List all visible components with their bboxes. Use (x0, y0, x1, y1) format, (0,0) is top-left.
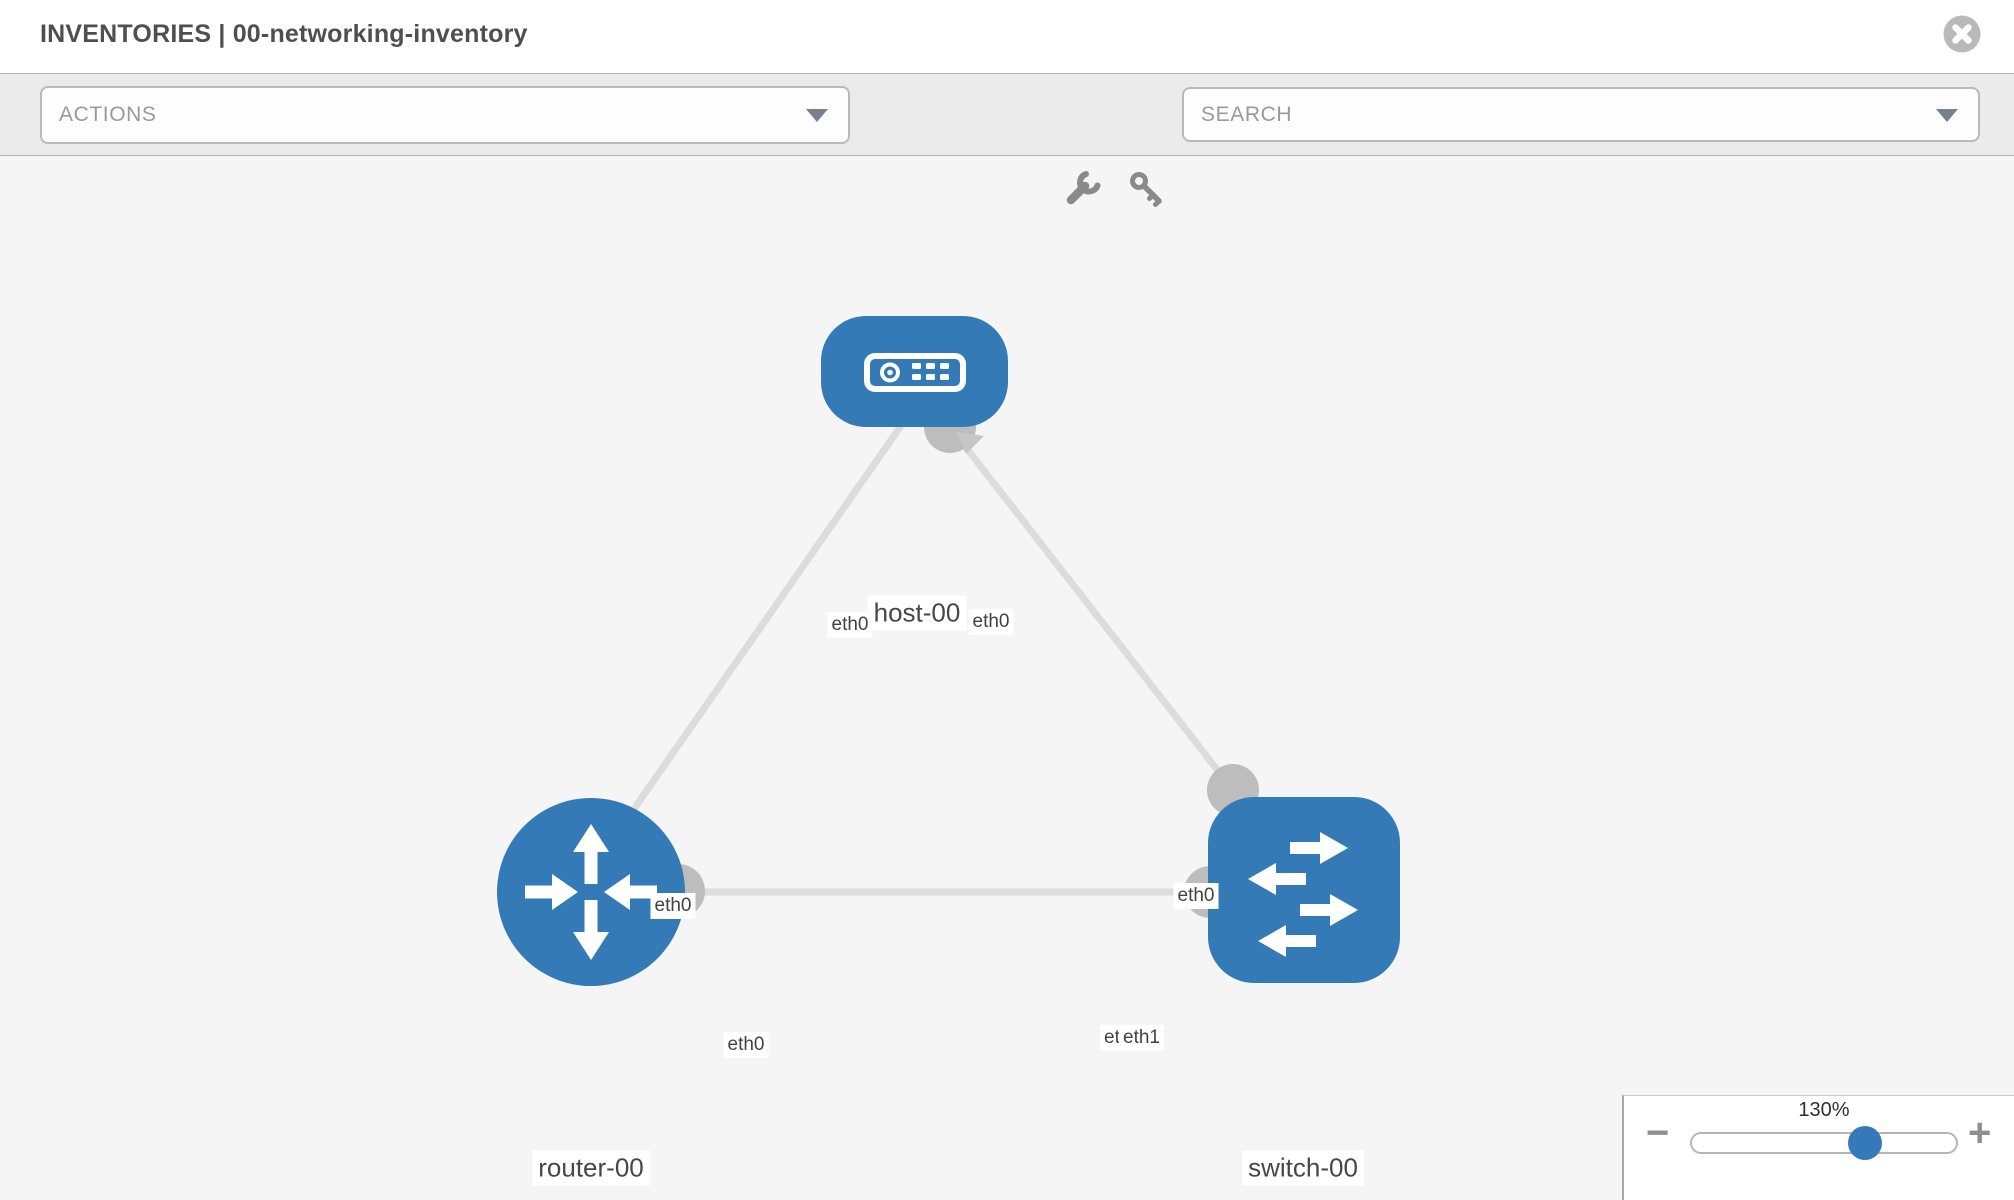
tools-button[interactable] (1060, 168, 1102, 210)
page-title: INVENTORIES | 00-networking-inventory (40, 20, 528, 48)
search-box[interactable]: SEARCH (1182, 87, 1980, 142)
caret-down-icon (1936, 108, 1958, 122)
node-label-host[interactable]: host-00 (867, 595, 967, 631)
host-icon (864, 353, 966, 392)
zoom-out-button[interactable]: − (1646, 1111, 1670, 1155)
port-label-link-switch: eth0 (1173, 883, 1219, 909)
zoom-panel: 130% − + (1622, 1095, 2014, 1200)
node-label-router[interactable]: router-00 (532, 1150, 650, 1186)
zoom-slider-handle[interactable] (1848, 1126, 1882, 1160)
router-icon (525, 824, 657, 960)
topology-graph (497, 316, 1400, 986)
node-router[interactable] (497, 798, 685, 986)
port-label-host-right: eth0 (968, 609, 1014, 635)
actions-dropdown[interactable]: ACTIONS (40, 86, 850, 144)
node-label-switch[interactable]: switch-00 (1242, 1150, 1364, 1186)
zoom-in-button[interactable]: + (1968, 1111, 1992, 1155)
key-icon (1130, 172, 1162, 207)
caret-down-icon (806, 109, 828, 122)
link-host-switch[interactable] (946, 423, 1237, 794)
credentials-button[interactable] (1126, 168, 1168, 210)
link-lines (632, 416, 1237, 896)
zoom-slider[interactable] (1690, 1132, 1958, 1154)
zoom-level: 130% (1798, 1099, 1850, 1121)
close-icon (1943, 15, 1981, 53)
port-label-switch-eth1: eth1 (1119, 1025, 1164, 1051)
port-label-host-left: eth0 (827, 612, 873, 638)
search-placeholder: SEARCH (1201, 102, 1293, 126)
node-host[interactable] (821, 316, 1008, 427)
actions-dropdown-label: ACTIONS (59, 103, 157, 126)
switch-icon (1248, 832, 1358, 957)
link-arrow-icon (956, 432, 984, 454)
topology-canvas[interactable]: host-00 router-00 switch-00 eth0 eth0 et… (0, 156, 2014, 1200)
wrench-icon (1066, 171, 1101, 205)
link-host-router[interactable] (632, 416, 909, 810)
node-switch[interactable] (1208, 797, 1400, 983)
toolbar: ACTIONS SEARCH (0, 73, 2014, 207)
close-button[interactable] (1943, 15, 1981, 53)
port-label-link-router: eth0 (650, 893, 696, 919)
header-bar: INVENTORIES | 00-networking-inventory (0, 0, 2014, 73)
port-label-router-eth0: eth0 (723, 1032, 769, 1058)
